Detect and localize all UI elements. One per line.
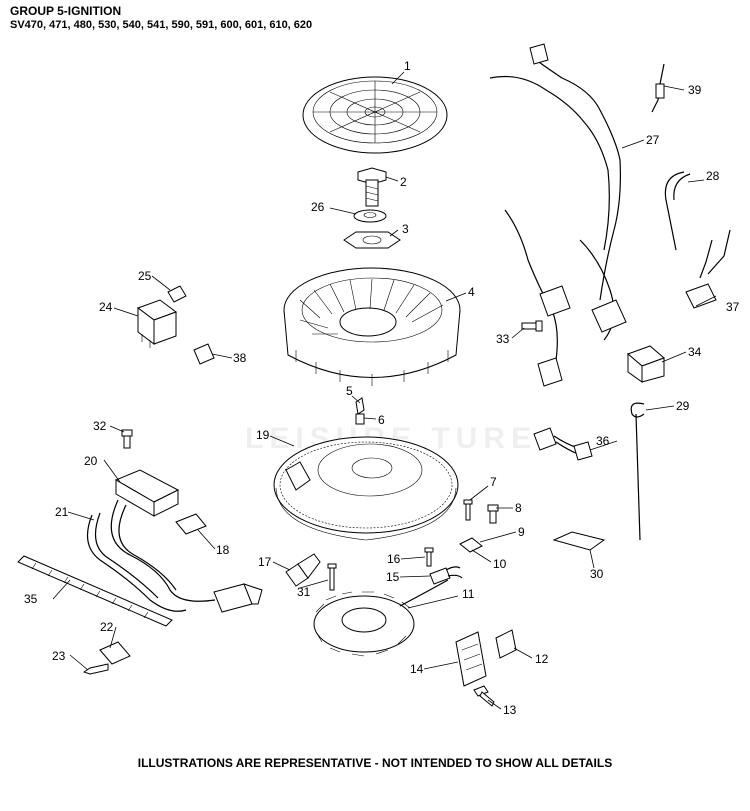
page-title: GROUP 5-IGNITION [10,4,122,18]
callout-32: 32 [93,419,107,433]
cable-tie-part [630,402,645,541]
screw-part [424,547,434,567]
relay-bracket-part [167,285,187,303]
disclaimer-footer: ILLUSTRATIONS ARE REPRESENTATIVE - NOT I… [137,756,613,770]
callout-5: 5 [346,384,353,398]
callout-numbers: 1 2 26 3 4 5 6 19 7 8 9 10 11 12 13 14 1… [24,59,740,717]
callout-37: 37 [726,300,740,314]
clamp-part [99,641,131,665]
spark-plug-part [285,553,321,587]
callout-2: 2 [400,175,407,189]
callout-22: 22 [100,620,114,634]
ignition-module-part [110,469,263,613]
callout-14: 14 [410,662,424,676]
callout-27: 27 [646,133,660,147]
callout-10: 10 [493,557,507,571]
callout-38: 38 [233,351,247,365]
relay-part [627,345,665,383]
cooling-fan-part [283,267,461,386]
wiring-harness-part [489,43,627,387]
callout-39: 39 [688,83,702,97]
callout-6: 6 [378,413,385,427]
callout-9: 9 [518,525,525,539]
callout-29: 29 [676,399,690,413]
callout-7: 7 [490,475,497,489]
flywheel-key-part [355,397,365,425]
callout-36: 36 [596,434,610,448]
flywheel-bolt-part [357,167,387,207]
relay-part [136,299,178,348]
screw-part [463,499,473,521]
callout-28: 28 [706,169,720,183]
rectifier-regulator-part [455,631,487,687]
flywheel-part [273,436,459,541]
callout-25: 25 [138,269,152,283]
cable-tie-part [664,171,691,251]
callout-26: 26 [311,200,325,214]
callout-1: 1 [404,59,411,73]
leader-lines [52,71,717,710]
screw-part [473,685,495,707]
harness-clip-part [193,343,215,365]
callout-24: 24 [99,300,113,314]
callout-34: 34 [688,345,702,359]
callout-16: 16 [387,552,401,566]
callout-21: 21 [55,505,69,519]
protective-sleeve-part [17,555,173,627]
callout-4: 4 [468,285,475,299]
model-list: SV470, 471, 480, 530, 540, 541, 590, 591… [10,19,313,31]
callout-17: 17 [258,555,272,569]
callout-30: 30 [590,567,604,581]
callout-35: 35 [24,592,38,606]
callout-20: 20 [84,454,98,468]
ignition-lead-part [86,512,187,612]
stator-part [313,579,449,657]
callout-31: 31 [297,585,311,599]
fan-retainer-part [343,231,401,249]
wire-clip-part [459,537,483,553]
callout-15: 15 [386,570,400,584]
callout-12: 12 [535,652,549,666]
callout-11: 11 [462,587,475,601]
washer-part [353,209,387,223]
connector-harness-part [533,427,593,461]
callout-23: 23 [52,649,66,663]
callout-8: 8 [515,501,522,515]
screw-part [121,429,133,449]
screw-part [327,563,337,591]
mounting-plate-part [495,629,517,659]
harness-connector-part [685,229,731,309]
callout-33: 33 [496,332,510,346]
stator-connector-part [429,566,463,585]
mounting-bracket-part [552,531,606,551]
grass-screen-part [302,76,448,154]
screw-part [521,320,543,332]
callout-19: 19 [256,428,270,442]
screw-part [82,663,109,675]
callout-18: 18 [216,543,230,557]
lead-clip-part [175,513,207,535]
callout-3: 3 [402,222,409,236]
sensor-wire-part [651,63,665,113]
callout-13: 13 [503,703,517,717]
